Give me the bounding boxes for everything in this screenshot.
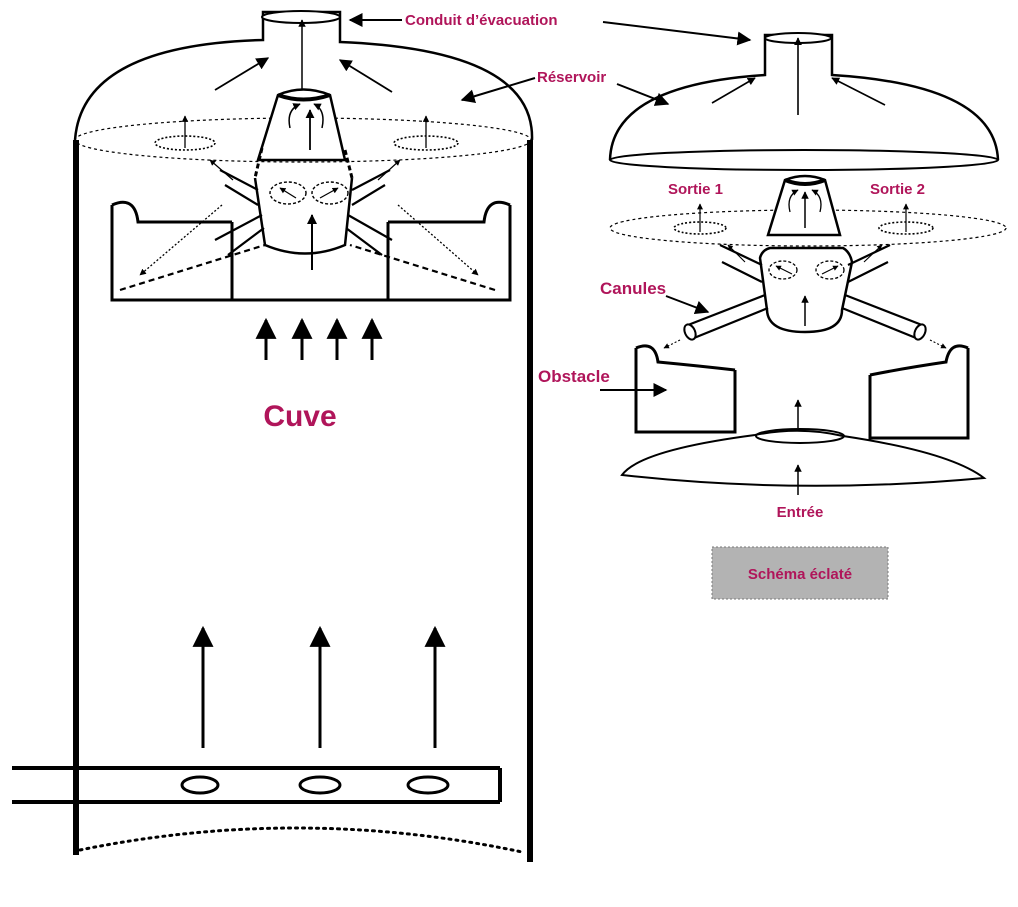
label-sortie1: Sortie 1: [668, 181, 723, 198]
label-entree: Entrée: [777, 504, 824, 521]
conduit-top: [261, 10, 341, 24]
label-sortie2: Sortie 2: [870, 181, 925, 198]
flow-arrows-lower: [192, 625, 446, 748]
reservoir-dome: [73, 10, 534, 141]
exploded-view-button[interactable]: Schéma éclaté: [711, 546, 889, 600]
exploded-reservoir: [608, 33, 1000, 161]
cuve-label: Cuve: [263, 400, 336, 433]
cuve-bottom: [78, 826, 524, 854]
label-conduit: Conduit d’évacuation: [405, 12, 558, 29]
label-canules: Canules: [600, 279, 666, 298]
cuve-assembly: Cuve: [12, 10, 534, 862]
exploded-view: Sortie 1 Sortie 2 Canules Obstacle: [538, 32, 1007, 521]
exploded-view-button-label: Schéma éclaté: [748, 566, 852, 583]
flow-arrows-upper: [255, 317, 383, 360]
label-reservoir: Réservoir: [537, 69, 606, 86]
inlet-pipe: [12, 766, 502, 804]
label-obstacle: Obstacle: [538, 367, 610, 386]
callouts-top: Conduit d’évacuation Réservoir: [348, 12, 752, 106]
